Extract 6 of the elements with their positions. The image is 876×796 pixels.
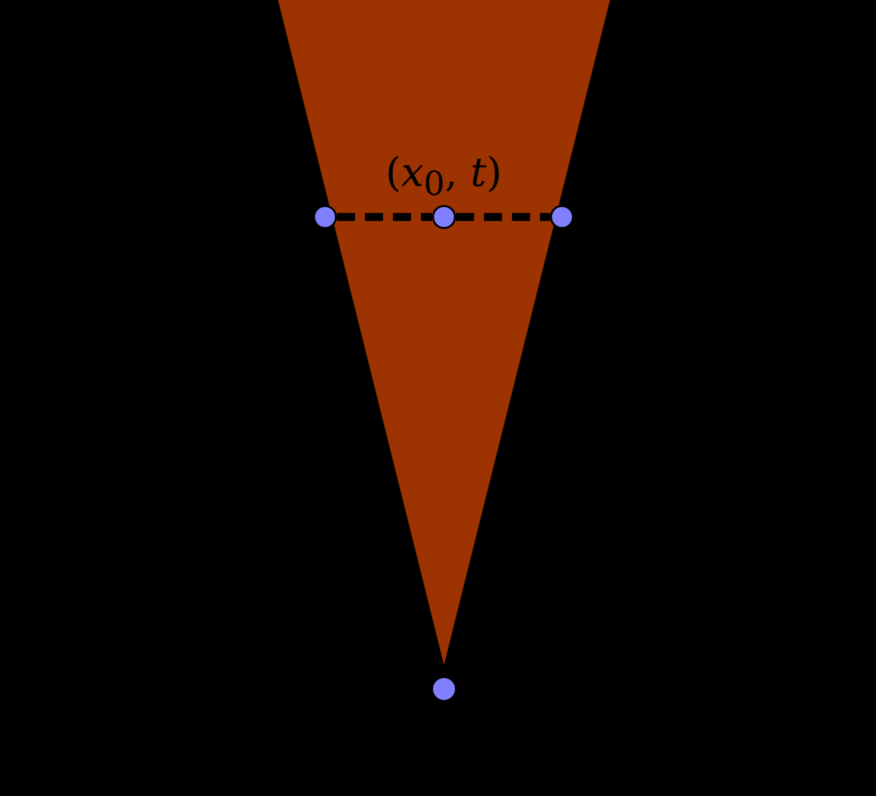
point-dot bbox=[433, 678, 455, 700]
coordinate-label: (x$_{0}$, t) bbox=[386, 153, 502, 200]
dashed-line bbox=[456, 213, 550, 221]
point-dot bbox=[313, 205, 337, 229]
point-dot bbox=[550, 205, 574, 229]
dashed-line bbox=[337, 213, 432, 221]
